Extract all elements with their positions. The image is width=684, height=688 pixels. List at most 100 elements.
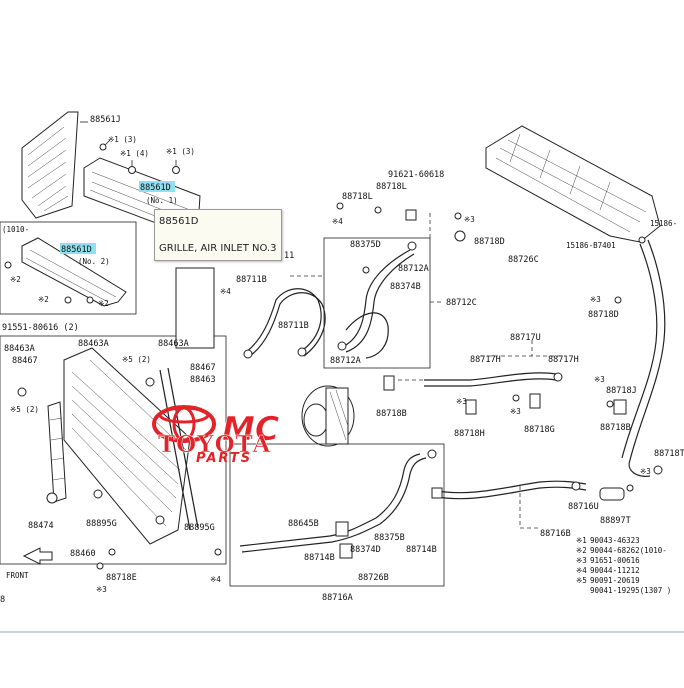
label-88717h: 88717H [470, 355, 501, 365]
label-88561j: 88561J [90, 115, 121, 125]
legend: ※1 90043-46323 ※2 90044-68262(1010- ※3 9… [576, 536, 671, 595]
label-x2-c: ※2 [98, 299, 109, 308]
label-8: 8 [0, 595, 5, 605]
label-88711b-b: 88711B [278, 321, 309, 331]
label-88712a-b: 88712A [330, 356, 361, 366]
seal-88474 [47, 401, 67, 503]
label-x3-left: ※3 [96, 585, 107, 594]
label-88714b-right: 88714B [406, 545, 437, 555]
label-88712c: 88712C [446, 298, 477, 308]
label-x3-r: ※3 [590, 295, 601, 304]
label-88374d: 88374D [350, 545, 381, 555]
label-88463: 88463 [190, 375, 216, 385]
label-88561d-top[interactable]: 88561D [140, 183, 171, 193]
bracket-88711 [175, 267, 215, 349]
label-88718b: 88718B [376, 409, 407, 419]
label-88712a: 88712A [398, 264, 429, 274]
tooltip-part-name: GRILLE, AIR INLET NO.3 [159, 243, 277, 254]
label-88460: 88460 [70, 549, 96, 559]
label-88718d-r: 88718D [588, 310, 619, 320]
footer-divider [0, 631, 684, 633]
inset-box-grille-no2 [0, 221, 137, 315]
label-15186: 15186-B7401 [566, 241, 616, 250]
watermark-mc: MC [222, 409, 279, 448]
label-15186-b: 15186- [650, 219, 677, 228]
label-88375d: 88375D [350, 240, 381, 250]
label-88467-mid: 88467 [190, 363, 216, 373]
legend-mark-3: ※3 [576, 556, 587, 565]
label-88895g-b: 88895G [184, 523, 215, 533]
legend-mark-2: ※2 [576, 546, 587, 555]
label-88467-left: 88467 [12, 356, 38, 366]
label-88716u: 88716U [568, 502, 599, 512]
label-x3-r3: ※3 [640, 467, 651, 476]
condenser-box [0, 335, 227, 565]
toyota-logo-icon [152, 405, 216, 443]
label-88463a-right: 88463A [158, 339, 189, 349]
label-88718j: 88718J [606, 386, 637, 396]
condenser-88460 [63, 347, 199, 545]
label-x1-3: ※1 (3) [108, 135, 137, 144]
label-no1: (No. 1) [146, 196, 178, 205]
label-no2: (No. 2) [78, 257, 110, 266]
label-front: FRONT [6, 571, 29, 580]
inset-box-88716a [229, 443, 445, 587]
legend-code-4: 90044-11212 [590, 566, 640, 575]
highlight-88561d-top [139, 181, 175, 192]
label-88463a-left: 88463A [4, 344, 35, 354]
label-88711-partial: 11 [284, 251, 294, 261]
grille-88561j [21, 111, 79, 219]
label-x2-a: ※2 [10, 275, 21, 284]
label-88714b-left: 88714B [304, 553, 335, 563]
seal-88897t [599, 487, 625, 501]
label-x4-c: ※4 [332, 217, 343, 226]
label-88897t: 88897T [600, 516, 631, 526]
label-x4-mid: ※4 [220, 287, 231, 296]
label-88374b: 88374B [390, 282, 421, 292]
label-x1-4: ※1 (4) [120, 149, 149, 158]
label-88561d-bot[interactable]: 88561D [61, 245, 92, 255]
label-88718d: 88718D [474, 237, 505, 247]
label-x3-c3: ※3 [456, 397, 467, 406]
legend-mark-1: ※1 [576, 536, 587, 545]
label-88895g: 88895G [86, 519, 117, 529]
label-88716a: 88716A [322, 593, 353, 603]
legend-code-3: 91651-00616 [590, 556, 640, 565]
label-88375b: 88375B [374, 533, 405, 543]
label-88718t: 88718T [654, 449, 684, 459]
label-88717h-b: 88717H [548, 355, 579, 365]
part-tooltip: 88561D GRILLE, AIR INLET NO.3 [154, 209, 282, 261]
label-88711b: 88711B [236, 275, 267, 285]
label-88474: 88474 [28, 521, 54, 531]
legend-mark-5: ※5 [576, 576, 587, 585]
legend-code-6: 90041-19295(1307 ) [590, 586, 671, 595]
legend-code-2: 90044-68262(1010- [590, 546, 667, 555]
label-88718h: 88718H [454, 429, 485, 439]
inset-box-88712c [323, 237, 431, 369]
watermark: MC TOYOTA PARTS [152, 405, 279, 466]
label-x5-2-left: ※5 (2) [10, 405, 39, 414]
evaporator-unit [485, 125, 661, 243]
label-91551: 91551-80616 (2) [2, 323, 79, 333]
grille-88561d-no2 [21, 237, 127, 307]
legend-code-1: 90043-46323 [590, 536, 640, 545]
front-arrow-icon [22, 547, 53, 565]
legend-mark-4: ※4 [576, 566, 587, 575]
label-88717u: 88717U [510, 333, 541, 343]
label-88463a-mid: 88463A [78, 339, 109, 349]
tooltip-part-code: 88561D [159, 216, 199, 227]
label-88716b: 88716B [540, 529, 571, 539]
watermark-parts: PARTS [196, 451, 252, 466]
label-91621: 91621-60618 [388, 170, 444, 180]
label-88645b: 88645B [288, 519, 319, 529]
label-88718e: 88718E [106, 573, 137, 583]
label-88726b: 88726B [358, 573, 389, 583]
highlight-88561d-bot [60, 243, 96, 254]
label-x3-c: ※3 [464, 215, 475, 224]
label-x5-2-mid: ※5 (2) [122, 355, 151, 364]
watermark-toyota: TOYOTA [158, 431, 271, 458]
compressor [301, 385, 355, 447]
label-x3-c2: ※3 [510, 407, 521, 416]
